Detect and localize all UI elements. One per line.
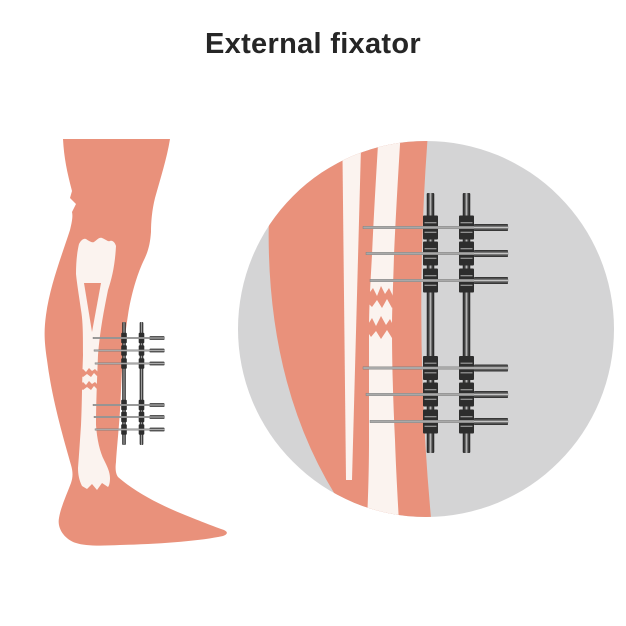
magnified-fracture-line xyxy=(367,316,397,339)
pin-sleeve xyxy=(474,224,508,231)
leg-side-view xyxy=(44,139,227,546)
pin-sleeve xyxy=(474,391,508,398)
clamp-highlight xyxy=(460,248,473,250)
clamp-highlight xyxy=(424,425,437,427)
clamp-highlight xyxy=(460,231,473,233)
clamp-highlight xyxy=(424,362,437,364)
clamp-highlight xyxy=(460,362,473,364)
clamp-highlight xyxy=(424,248,437,250)
clamp-highlight xyxy=(460,398,473,400)
clamp-highlight xyxy=(460,416,473,418)
magnified-fixator-frame xyxy=(362,193,509,453)
pin-sleeve xyxy=(474,250,508,257)
clamp-highlight xyxy=(460,284,473,286)
pin-sleeve xyxy=(149,403,165,407)
clamp-highlight xyxy=(424,416,437,418)
pin-sleeve xyxy=(149,336,165,340)
clamp-highlight xyxy=(460,275,473,277)
clamp-highlight xyxy=(460,257,473,259)
pin-sleeve xyxy=(149,427,165,432)
bone-wedge xyxy=(84,283,101,332)
clamp-highlight xyxy=(424,231,437,233)
magnified-fibula xyxy=(342,141,362,480)
page-title: External fixator xyxy=(205,28,421,60)
magnified-view xyxy=(238,141,614,517)
pin-sleeve xyxy=(474,418,508,425)
pin-sleeve xyxy=(474,364,508,372)
clamp-highlight xyxy=(460,372,473,374)
clamp-highlight xyxy=(424,257,437,259)
clamp-highlight xyxy=(424,275,437,277)
fracture-line xyxy=(80,368,101,377)
external-fixator-frame xyxy=(92,322,165,445)
pin-sleeve xyxy=(149,361,165,366)
clamp-highlight xyxy=(424,372,437,374)
magnified-fracture-line xyxy=(367,286,397,308)
fracture-line xyxy=(80,381,101,390)
clamp-highlight xyxy=(460,222,473,224)
pin-sleeve xyxy=(474,277,508,284)
clamp-highlight xyxy=(460,425,473,427)
clamp-highlight xyxy=(424,284,437,286)
clamp-highlight xyxy=(424,389,437,391)
pin-sleeve xyxy=(149,415,165,419)
clamp-highlight xyxy=(424,398,437,400)
pin-sleeve xyxy=(149,348,165,353)
clamp-highlight xyxy=(424,222,437,224)
leg-skin xyxy=(44,139,227,546)
clamp-highlight xyxy=(460,389,473,391)
